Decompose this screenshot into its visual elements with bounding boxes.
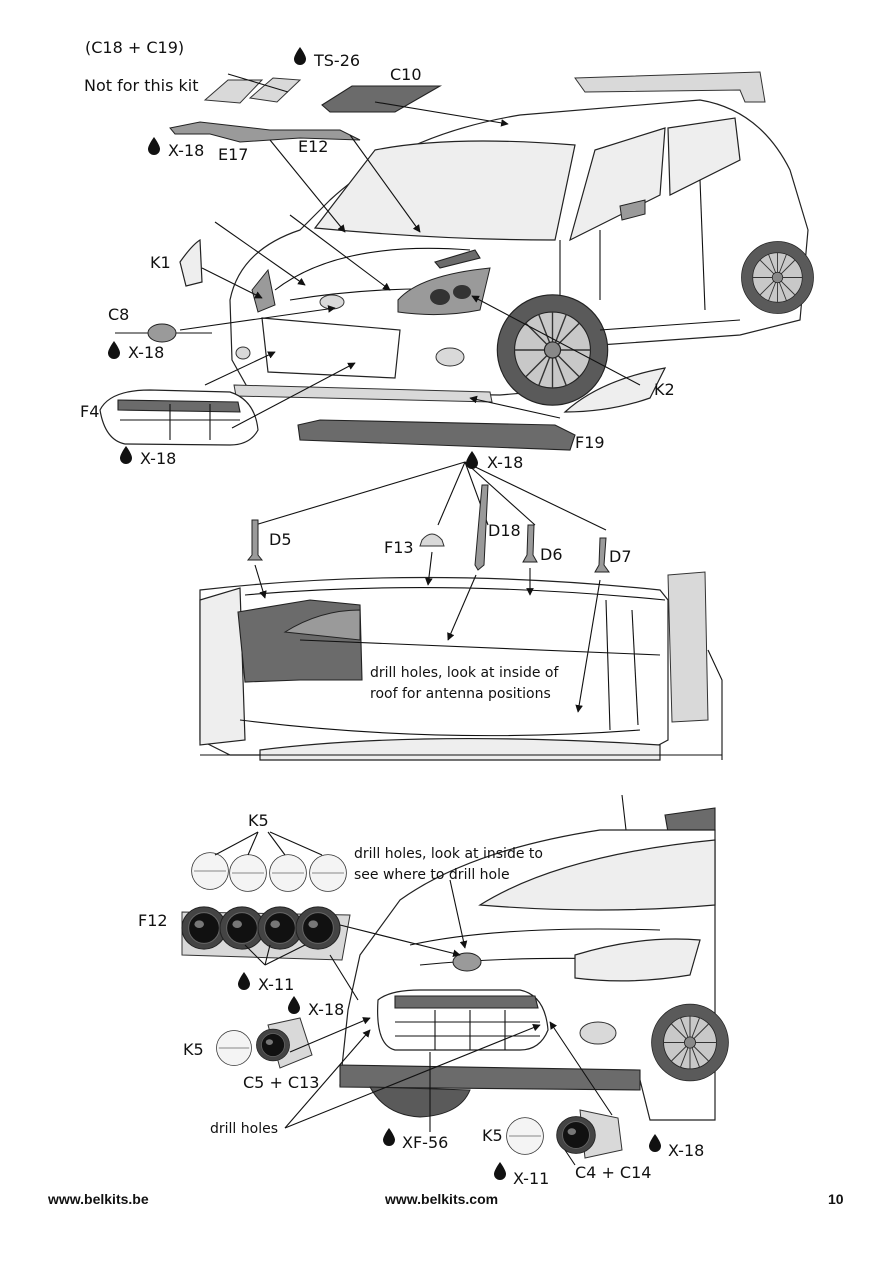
- label-k5-left: K5: [183, 1040, 204, 1059]
- antenna-parts: [246, 484, 610, 573]
- label-k5-right: K5: [482, 1126, 503, 1145]
- label-x18-f19: X-18: [487, 453, 523, 472]
- lamp-arrows: [214, 831, 613, 1166]
- label-d5: D5: [269, 530, 292, 549]
- label-drill-holes: drill holes: [210, 1121, 278, 1137]
- part-c10: [321, 85, 443, 113]
- label-xf56: XF-56: [402, 1133, 448, 1152]
- label-f13: F13: [384, 538, 414, 557]
- label-d18: D18: [488, 521, 521, 540]
- footer-left-url[interactable]: www.belkits.be: [47, 1191, 149, 1207]
- label-f19: F19: [575, 433, 605, 452]
- label-x18-c8: X-18: [128, 343, 164, 362]
- part-e17-e12: [169, 121, 361, 143]
- drill-note-line-1: drill holes, look at inside to: [354, 846, 543, 862]
- roof-arrows: [254, 551, 601, 713]
- drop-icon: [466, 451, 478, 469]
- drop-icon: [649, 1134, 661, 1152]
- label-k2: K2: [654, 380, 675, 399]
- drop-icon: [383, 1128, 395, 1146]
- label-f12: F12: [138, 911, 168, 930]
- top-arrows: [179, 73, 641, 531]
- label-c18-c19: (C18 + C19): [85, 38, 184, 57]
- page-number: 10: [828, 1191, 844, 1207]
- label-k1: K1: [150, 253, 171, 272]
- drop-icon: [148, 137, 160, 155]
- part-f4: [99, 389, 259, 446]
- roof-note-line-1: drill holes, look at inside of: [370, 665, 559, 681]
- lamp-parts: [181, 852, 623, 1159]
- car-front-view: [229, 71, 815, 406]
- drop-icon: [294, 47, 306, 65]
- drop-icon: [238, 972, 250, 990]
- roof-view: [199, 571, 723, 761]
- part-k2: [563, 367, 667, 413]
- label-c8: C8: [108, 305, 129, 324]
- label-x18-f12: X-18: [308, 1000, 344, 1019]
- label-d6: D6: [540, 545, 563, 564]
- drop-icon: [108, 341, 120, 359]
- label-x18-f4: X-18: [140, 449, 176, 468]
- label-x18-c4: X-18: [668, 1141, 704, 1160]
- part-k1: [179, 238, 203, 287]
- label-e12: E12: [298, 137, 328, 156]
- drop-icon: [120, 446, 132, 464]
- label-c5-c13: C5 + C13: [243, 1073, 319, 1092]
- part-c8: [115, 323, 212, 343]
- label-x11-f12: X-11: [258, 975, 294, 994]
- footer-center-url[interactable]: www.belkits.com: [384, 1191, 498, 1207]
- label-x11-c4: X-11: [513, 1169, 549, 1188]
- labels: (C18 + C19) Not for this kit TS-26 C10 X…: [80, 38, 704, 1188]
- drop-icon: [288, 996, 300, 1014]
- roof-note-line-2: roof for antenna positions: [370, 686, 551, 702]
- label-c10: C10: [390, 65, 422, 84]
- label-ts26: TS-26: [313, 51, 360, 70]
- label-k5-top: K5: [248, 811, 269, 830]
- label-x18-top: X-18: [168, 141, 204, 160]
- label-e17: E17: [218, 145, 248, 164]
- drop-icon: [494, 1162, 506, 1180]
- label-c4-c14: C4 + C14: [575, 1163, 651, 1182]
- part-f19: [297, 419, 576, 451]
- footer: www.belkits.be www.belkits.com 10: [47, 1191, 844, 1207]
- label-f4: F4: [80, 402, 99, 421]
- drill-note-line-2: see where to drill hole: [354, 867, 510, 883]
- label-d7: D7: [609, 547, 632, 566]
- car-lamp-view: [339, 794, 730, 1121]
- label-not-for-kit: Not for this kit: [84, 76, 198, 95]
